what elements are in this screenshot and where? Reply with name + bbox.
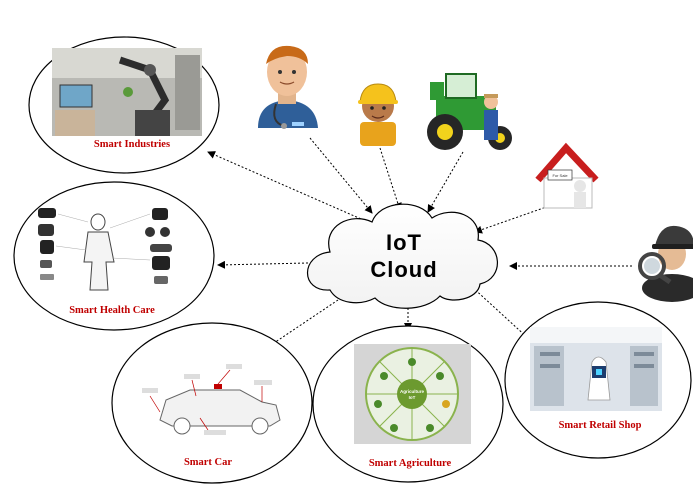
arrow-retail-to-cloud <box>469 284 531 341</box>
label-smart-retail-shop: Smart Retail Shop <box>559 420 642 431</box>
security-guard-icon <box>638 225 693 302</box>
agriculture-wheel-image: Agriculture IoT <box>354 344 471 444</box>
construction-worker-icon <box>358 83 398 146</box>
cloud-title-line1: IoT <box>386 230 422 255</box>
arrow-cloud-to-car <box>267 299 339 348</box>
arrow-cloud-to-health <box>217 260 309 269</box>
label-smart-industries: Smart Industries <box>94 139 170 150</box>
connection-arrows <box>207 137 632 348</box>
farmer-tractor-icon <box>427 73 512 150</box>
label-smart-car: Smart Car <box>184 457 232 468</box>
label-smart-health-care: Smart Health Care <box>69 305 155 316</box>
node-smart-agriculture: Agriculture IoT Smart Agriculture <box>312 325 504 483</box>
retail-robot-image <box>530 327 662 411</box>
iot-cloud: IoT Cloud <box>306 203 498 309</box>
health-wearables-image <box>38 208 172 291</box>
svg-text:Agriculture: Agriculture <box>400 389 425 394</box>
car-sensors-image <box>142 364 281 435</box>
node-smart-car: Smart Car <box>111 322 313 484</box>
cloud-title-line2: Cloud <box>370 257 437 282</box>
svg-text:For Sale: For Sale <box>552 173 568 178</box>
arrow-farmer-to-cloud <box>427 151 464 213</box>
arrow-cloud-to-industries <box>207 151 369 223</box>
arrow-worker-to-cloud <box>379 147 402 211</box>
node-smart-health-care: Smart Health Care <box>13 181 215 331</box>
doctor-icon <box>258 45 318 129</box>
smart-home-icon: For Sale <box>535 142 599 209</box>
node-smart-retail-shop: Smart Retail Shop <box>504 301 692 459</box>
industries-image <box>52 48 202 136</box>
node-smart-industries: Smart Industries <box>28 36 220 174</box>
arrow-doctor-to-cloud <box>309 137 373 214</box>
arrow-home-to-cloud <box>474 204 553 234</box>
svg-text:IoT: IoT <box>409 395 416 400</box>
label-smart-agriculture: Smart Agriculture <box>369 458 452 469</box>
